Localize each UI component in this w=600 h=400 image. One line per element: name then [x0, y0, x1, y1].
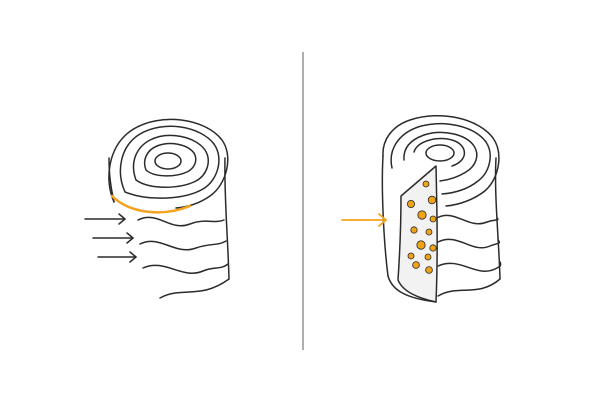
dot	[406, 199, 415, 208]
dot	[410, 226, 418, 234]
dot	[429, 215, 437, 223]
right-log-grain-4	[437, 278, 501, 297]
right-log-grain-1	[436, 214, 499, 225]
dot	[425, 228, 433, 236]
left-log-ring-2	[119, 125, 220, 199]
left-log-grain-1	[137, 216, 225, 227]
left-log-ring-core	[154, 152, 182, 170]
dot	[422, 180, 430, 188]
arrow-right-icon	[92, 232, 134, 244]
right-log-ring-3	[403, 131, 478, 182]
arrow-right-icon	[97, 251, 137, 263]
arrow-right-icon	[84, 213, 126, 225]
dot	[407, 252, 415, 260]
right-log-illustration	[381, 114, 502, 303]
left-log-illustration	[108, 118, 230, 299]
right-log-side-left	[381, 155, 389, 277]
right-log-ring-2	[390, 123, 491, 195]
dot	[427, 195, 437, 205]
left-arrows	[84, 213, 137, 263]
left-log-ring-outer	[108, 118, 229, 209]
dot	[412, 261, 420, 269]
right-log-ring-outer	[382, 114, 500, 207]
right-log-ring-4	[413, 137, 466, 167]
right-log-ring-core	[425, 144, 455, 162]
dot	[424, 253, 432, 261]
dot	[429, 244, 437, 252]
dot	[425, 266, 433, 274]
left-log-side-right	[224, 157, 230, 280]
left-log-highlight-ring	[110, 194, 192, 214]
right-log-bottom-curve	[387, 275, 437, 303]
left-log-ring-3	[132, 134, 209, 188]
dot	[416, 240, 426, 250]
left-log-ring-4	[143, 142, 197, 177]
dot	[417, 210, 427, 220]
right-log-dots	[406, 180, 437, 274]
left-log-grain-4	[159, 278, 230, 299]
left-log-grain-3	[142, 263, 229, 274]
left-log-grain-2	[139, 240, 227, 251]
arrow-right-icon	[341, 213, 387, 227]
right-log-grain-3	[437, 261, 502, 272]
right-log-grain-2	[437, 238, 501, 249]
